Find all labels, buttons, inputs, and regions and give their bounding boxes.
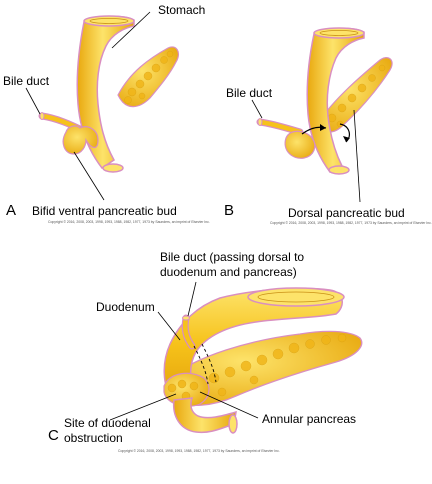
panel-b-dorsal-bud-leader	[353, 109, 361, 203]
panel-b-bile-duct-label: Bile duct	[226, 86, 273, 100]
panel-a-bile-duct-label: Bile duct	[3, 74, 50, 88]
panel-b-ventral-bud	[284, 130, 316, 159]
panel-c-obstruction-leader	[109, 393, 177, 421]
panel-b-dorsal-lobules	[327, 64, 386, 128]
panel-a-stomach-opening	[83, 15, 135, 27]
panel-a-duodenum-end	[102, 163, 124, 173]
panel-c-drawing	[109, 281, 363, 434]
panel-c-bile-duct-label-line1: Bile duct (passing dorsal to	[160, 250, 305, 264]
panel-c-bile-duct-label-line2: duodenum and pancreas)	[160, 265, 297, 279]
panel-b-drawing	[251, 27, 393, 203]
panel-c-copyright: Copyright © 2016, 2008, 2003, 1998, 1993…	[118, 449, 280, 453]
panel-b-dorsal-bud-label: Dorsal pancreatic bud	[288, 206, 405, 220]
panel-b-stomach-opening	[313, 27, 365, 39]
panel-c-bile-duct-leader	[187, 281, 197, 317]
panel-c-stomach-opening	[247, 287, 345, 307]
panel-a-stomach-label: Stomach	[158, 3, 206, 17]
panel-c-duodenum-label: Duodenum	[96, 300, 155, 314]
panel-b-bile-duct-leader	[251, 99, 263, 119]
panel-a-ventral-bud-label: Bifid ventral pancreatic bud	[32, 204, 177, 218]
panel-c-annular-pancreas-label: Annular pancreas	[262, 412, 357, 426]
panel-a-dorsal-lobules	[124, 50, 174, 104]
panel-b-copyright: Copyright © 2016, 2008, 2003, 1998, 1993…	[270, 221, 432, 225]
panel-c-letter: C	[48, 427, 59, 444]
panel-b-letter: B	[224, 202, 235, 219]
panel-b-duodenum-end	[328, 165, 350, 175]
panel-a-ventral-bud	[62, 125, 99, 155]
panel-c-obstruction-label-line2: obstruction	[64, 431, 123, 445]
panel-c-lower-duodenum	[172, 397, 237, 434]
panel-c-duodenum-leader	[157, 311, 181, 341]
panel-a-stomach-leader	[111, 11, 151, 49]
panel-c-duodenum-end	[228, 414, 238, 434]
panel-a-drawing	[25, 11, 180, 201]
panel-b-stomach	[306, 27, 365, 173]
panel-c-obstruction-label-line1: Site of duodenal	[64, 416, 151, 430]
panel-c-annular-leader	[199, 391, 259, 419]
panel-a-copyright: Copyright © 2016, 2008, 2003, 1998, 1993…	[48, 220, 210, 224]
panel-a-ventral-bud-leader	[73, 151, 105, 201]
panel-a-bile-duct-leader	[25, 87, 41, 115]
panel-a-letter: A	[6, 202, 17, 219]
